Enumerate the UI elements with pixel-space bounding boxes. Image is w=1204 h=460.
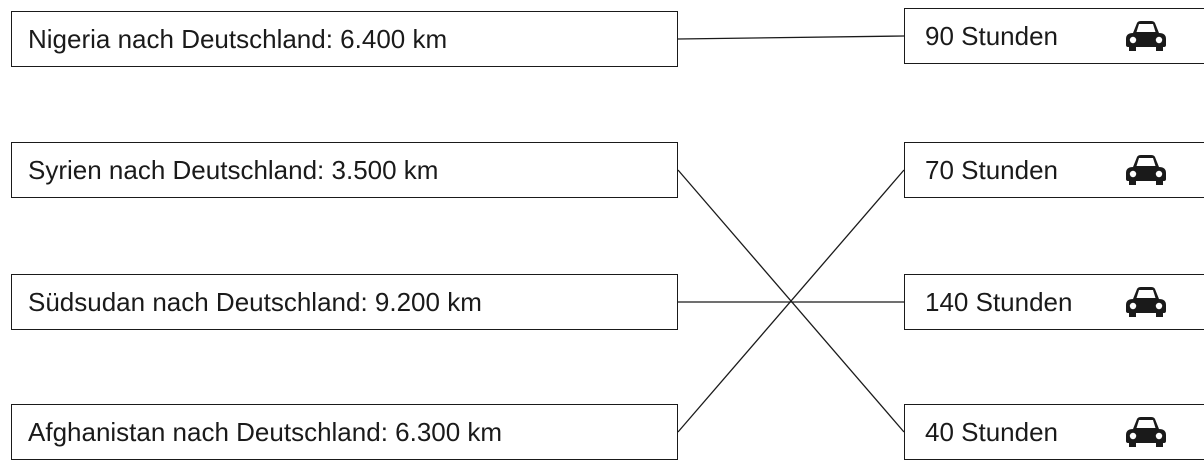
right-item-0[interactable]: 90 Stunden [904,8,1204,64]
right-item-2[interactable]: 140 Stunden [904,274,1204,330]
right-item-label: 40 Stunden [925,416,1059,447]
car-icon [1121,415,1171,449]
left-item-2[interactable]: Südsudan nach Deutschland: 9.200 km [11,274,678,330]
left-item-label: Nigeria nach Deutschland: 6.400 km [28,23,448,54]
left-item-label: Syrien nach Deutschland: 3.500 km [28,154,439,185]
right-item-label: 90 Stunden [925,20,1059,51]
car-icon [1121,285,1171,319]
right-item-3[interactable]: 40 Stunden [904,404,1204,460]
right-item-label: 70 Stunden [925,154,1059,185]
car-icon [1121,153,1171,187]
left-item-label: Südsudan nach Deutschland: 9.200 km [28,286,482,317]
left-item-0[interactable]: Nigeria nach Deutschland: 6.400 km [11,11,678,67]
connector-line-3 [677,169,905,433]
left-item-label: Afghanistan nach Deutschland: 6.300 km [28,416,503,447]
left-item-1[interactable]: Syrien nach Deutschland: 3.500 km [11,142,678,198]
right-item-1[interactable]: 70 Stunden [904,142,1204,198]
connector-line-0 [677,35,905,40]
right-item-label: 140 Stunden [925,286,1073,317]
left-item-3[interactable]: Afghanistan nach Deutschland: 6.300 km [11,404,678,460]
car-icon [1121,19,1171,53]
